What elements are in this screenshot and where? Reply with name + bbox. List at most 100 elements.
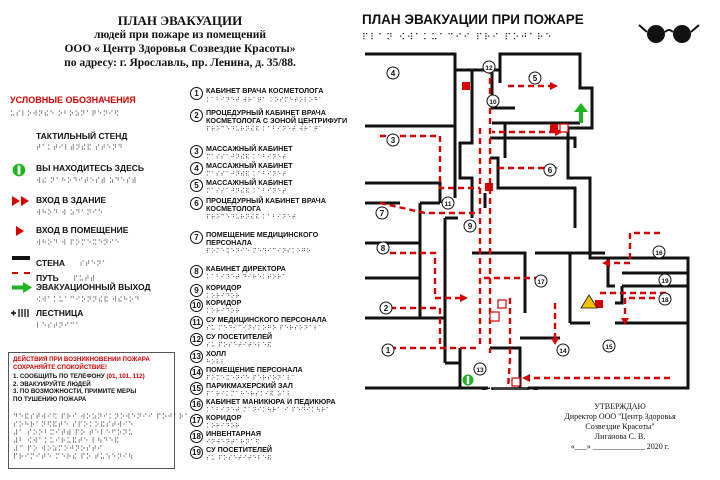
actions-step-1: 1. СООБЩИТЬ ПО ТЕЛЕФОНУ (01, 101, 112) (13, 373, 145, 380)
glasses-icon (638, 24, 700, 43)
evacuation-exit-arrow-icon (12, 282, 32, 293)
legend-label-you-are-here: ВЫ НАХОДИТЕСЬ ЗДЕСЬ (36, 163, 144, 173)
legend-braille: ⠺⠓⠕⠙ ⠺ ⠵⠙⠁⠝⠊⠑ (36, 209, 104, 217)
legend-label-staircase: ЛЕСТНИЦА (36, 308, 84, 318)
plan-heading: ПЛАН ЭВАКУАЦИИ людей при пожаре из помещ… (20, 14, 340, 70)
svg-text:5: 5 (533, 74, 538, 83)
svg-text:17: 17 (537, 279, 545, 286)
actions-braille: ⠙⠑⠯⠎⠞⠺⠊⠫ ⠏⠗⠊ ⠺⠕⠵⠝⠊⠅⠝⠕⠺⠑⠝⠊⠊ ⠏⠕⠚⠁⠗⠁ ⠎⠕⠓⠗⠁⠝… (13, 413, 190, 461)
legend-braille: ⠺⠓⠕⠙ ⠺ ⠏⠕⠍⠑⠭⠑⠝⠊⠑ (36, 239, 121, 247)
approval-date: «___» _____________ 2020 г. (570, 442, 670, 451)
svg-text:14: 14 (559, 348, 567, 355)
legend-braille: ⠺⠮ ⠝⠁⠓⠕⠙⠊⠞⠑⠎⠾ ⠵⠙⠑⠎⠾ (36, 177, 138, 185)
staircase-icon (11, 309, 29, 317)
evac-path (610, 231, 660, 265)
evac-path (390, 306, 480, 350)
heading-address: по адресу: г. Ярославль, пр. Ленина, д. … (64, 57, 296, 69)
evac-path (390, 251, 460, 300)
room-label-14: 14 (556, 343, 570, 357)
room-label-10: 10 (486, 94, 500, 108)
evac-path (380, 134, 480, 190)
room-label-2: 2 (379, 301, 393, 315)
svg-text:16: 16 (655, 250, 663, 257)
legend-label-wall: СТЕНА (36, 258, 66, 268)
path-arrow (550, 82, 558, 90)
room-label-6: 6 (543, 163, 557, 177)
phone-icon (489, 311, 500, 322)
plan-title-braille: ⠏⠇⠁⠝ ⠪⠺⠁⠅⠥⠁⠉⠊⠊ ⠏⠗⠊ ⠏⠕⠚⠁⠗⠑ (362, 33, 554, 43)
legend-braille: ⠞⠁⠅⠞⠊⠇⠾⠝⠮⠯ ⠎⠞⠑⠝⠙ (36, 144, 124, 152)
outer-wall (365, 52, 690, 390)
approval-block: УТВЕРЖДАЮ Директор ООО "Центр Здоровья С… (540, 402, 700, 452)
path-arrow (551, 338, 559, 345)
svg-text:18: 18 (661, 297, 669, 304)
interior-wall (365, 54, 688, 388)
heading-title: ПЛАН ЭВАКУАЦИИ (117, 13, 243, 28)
svg-text:13: 13 (476, 367, 484, 374)
you-are-here-icon (12, 163, 26, 177)
evacuation-exit-icon (574, 103, 588, 123)
path-arrow (460, 294, 468, 302)
plan-title: ПЛАН ЭВАКУАЦИИ ПРИ ПОЖАРЕ (362, 12, 584, 27)
room-label-13: 13 (473, 362, 487, 376)
svg-text:7: 7 (380, 209, 385, 218)
room-label-7: 7 (375, 206, 389, 220)
room-label-11: 11 (441, 196, 455, 210)
actions-calm: СОХРАНЯЙТЕ СПОКОЙСТВИЕ! (13, 363, 108, 371)
legend: УСЛОВНЫЕ ОБОЗНАЧЕНИЯ ⠥⠎⠇⠕⠺⠝⠮⠑ ⠕⠃⠕⠵⠝⠁⠟⠑⠝⠊… (0, 0, 185, 345)
svg-text:15: 15 (605, 344, 613, 351)
room-label-16: 16 (652, 245, 666, 259)
actions-title: ДЕЙСТВИЯ ПРИ ВОЗНИКНОВЕНИИ ПОЖАРА (13, 356, 150, 363)
path-symbol (12, 272, 30, 274)
room-label-3: 3 (386, 133, 400, 147)
path-arrow (602, 259, 610, 267)
room-label-1: 1 (381, 343, 395, 357)
fire-extinguisher-icon (462, 82, 603, 387)
fire-actions-box: ДЕЙСТВИЯ ПРИ ВОЗНИКНОВЕНИИ ПОЖАРА СОХРАН… (8, 352, 190, 469)
room-label-17: 17 (534, 274, 548, 288)
path-arrow (621, 318, 629, 325)
room-label-5: 5 (528, 71, 542, 85)
legend-label-path: ПУТЬ (36, 273, 59, 283)
svg-text:3: 3 (391, 136, 396, 145)
svg-text:9: 9 (468, 222, 473, 231)
room-label-9: 9 (463, 219, 477, 233)
path-arrow (522, 374, 530, 382)
legend-label-tactile-stand: ТАКТИЛЬНЫЙ СТЕНД (36, 131, 128, 141)
approval-organization: Созвездие Красоты" (585, 422, 655, 431)
room-label-19: 19 (658, 273, 672, 287)
legend-label-room-entrance: ВХОД В ПОМЕЩЕНИЕ (36, 225, 129, 235)
svg-text:12: 12 (485, 65, 493, 72)
heading-subtitle: людей при пожаре из помещений (94, 29, 266, 41)
approval-title: УТВЕРЖДАЮ (594, 402, 646, 411)
room-label-8: 8 (376, 241, 390, 255)
legend-braille: ⠇⠑⠎⠞⠝⠊⠉⠁ (36, 322, 82, 330)
svg-text:8: 8 (381, 244, 386, 253)
heading-organization: ООО « Центр Здоровья Созвездие Красоты» (64, 43, 296, 55)
svg-text:10: 10 (489, 99, 497, 106)
svg-text:11: 11 (445, 201, 452, 208)
room-entrance-icon (16, 226, 24, 236)
actions-step-2: 2. ЭВАКУИРУЙТЕ ЛЮДЕЙ (13, 380, 91, 388)
legend-braille: ⠪⠺⠁⠅⠥⠁⠉⠊⠕⠝⠝⠮⠯ ⠺⠮⠓⠕⠙ (36, 296, 141, 304)
room-label-12: 12 (482, 60, 496, 74)
room-label-18: 18 (658, 292, 672, 306)
svg-text:1: 1 (386, 346, 391, 355)
legend-title: УСЛОВНЫЕ ОБОЗНАЧЕНИЯ (10, 95, 136, 105)
evac-path (623, 296, 665, 318)
svg-text:19: 19 (661, 278, 669, 285)
approval-position: Директор ООО "Центр Здоровья (564, 412, 676, 421)
legend-braille: ⠎⠞⠑⠝⠁ (79, 260, 108, 268)
room-label-4: 4 (386, 66, 400, 80)
svg-text:2: 2 (384, 304, 389, 313)
evac-path (506, 298, 512, 389)
legend-braille: ⠏⠥⠞⠾ (73, 275, 96, 283)
room-label-15: 15 (602, 339, 616, 353)
stairs (481, 387, 539, 390)
svg-text:6: 6 (548, 166, 553, 175)
floor-plan: 1 2 3 4 5 6 7 8 9 10 11 12 13 14 15 16 1… (365, 52, 690, 390)
you-are-here-marker (462, 374, 474, 386)
building-entrance-icon (12, 196, 29, 206)
legend-title-braille: ⠥⠎⠇⠕⠺⠝⠮⠑ ⠕⠃⠕⠵⠝⠁⠟⠑⠝⠊⠫ (10, 110, 120, 118)
legend-label-evacuation-exit: ЭВАКУАЦИОННЫЙ ВЫХОД (36, 282, 151, 292)
